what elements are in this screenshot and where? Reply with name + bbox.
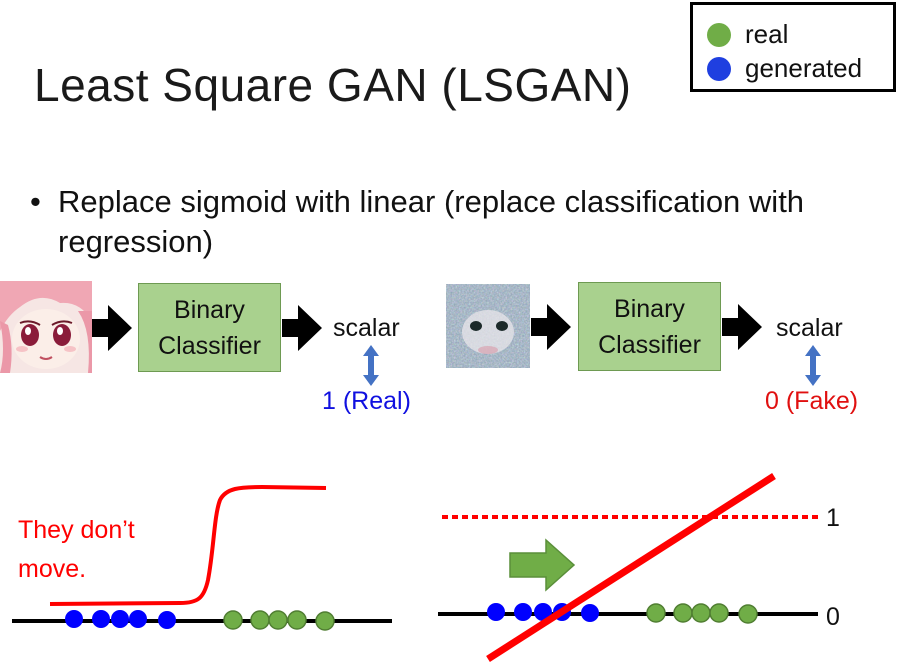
green-dot-icon [707, 22, 731, 47]
real-point [691, 603, 711, 623]
real-point [268, 610, 288, 630]
linear-fit-line [486, 473, 776, 662]
generated-point [514, 603, 532, 621]
arrow-right-icon [722, 304, 762, 350]
generated-point [487, 603, 505, 621]
generated-point [158, 611, 176, 629]
real-point [223, 610, 243, 630]
real-point [315, 611, 335, 631]
legend-label-real: real [745, 19, 789, 49]
scalar-label-left: scalar [333, 314, 400, 342]
legend-label-generated: generated [745, 53, 863, 83]
annotation-line-1: They don’t [18, 516, 135, 544]
real-point [673, 603, 693, 623]
bullet-marker: • [30, 184, 41, 219]
generated-noisy-face-image [446, 284, 530, 368]
double-arrow-icon [805, 345, 821, 386]
slide-title: Least Square GAN (LSGAN) [34, 59, 632, 111]
arrow-right-icon [531, 304, 571, 350]
legend-item-generated: generated [707, 53, 862, 84]
arrow-right-icon [92, 305, 132, 351]
generated-point [534, 603, 552, 621]
generated-point [65, 610, 83, 628]
double-arrow-icon [363, 345, 379, 386]
real-point [287, 610, 307, 630]
generated-point [92, 610, 110, 628]
real-point [250, 610, 270, 630]
tick-label-zero: 0 [826, 603, 840, 631]
generated-point [129, 610, 147, 628]
tick-label-one: 1 [826, 504, 840, 532]
legend-box: real generated [690, 2, 896, 92]
annotation-line-2: move. [18, 555, 87, 583]
real-point [709, 603, 729, 623]
sigmoid-curve [49, 484, 327, 606]
legend-item-real: real [707, 19, 788, 50]
generated-point [111, 610, 129, 628]
anime-face-image [0, 281, 92, 373]
generated-point [581, 604, 599, 622]
real-points-left [223, 610, 335, 631]
green-arrow-right-icon [509, 538, 576, 592]
scalar-label-right: scalar [776, 314, 843, 342]
bullet-text: Replace sigmoid with linear (replace cla… [58, 184, 805, 259]
target-label-fake: 0 (Fake) [765, 387, 859, 415]
arrow-right-icon [282, 305, 322, 351]
blue-dot-icon [707, 56, 731, 81]
real-point [738, 604, 758, 624]
generated-points-left [65, 610, 176, 629]
generated-points-right [487, 603, 599, 622]
real-points-right [646, 603, 758, 624]
target-label-real: 1 (Real) [322, 387, 411, 415]
real-point [646, 603, 666, 623]
